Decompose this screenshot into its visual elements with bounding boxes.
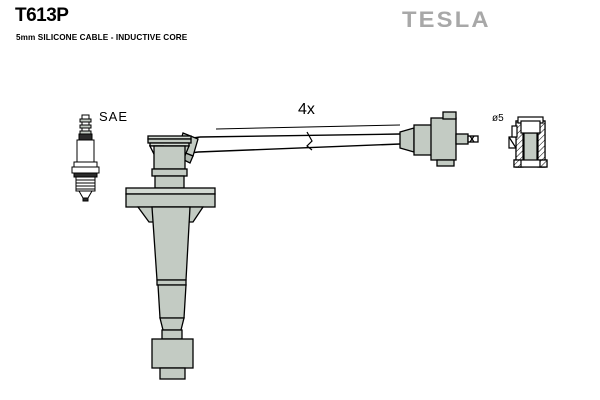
terminal-diameter-label: ø5 xyxy=(492,113,504,124)
terminal-section-detail xyxy=(508,116,548,168)
coil-connector-part xyxy=(399,111,479,167)
quantity-label: 4x xyxy=(298,101,315,118)
part-description-subtitle: 5mm SILICONE CABLE - INDUCTIVE CORE xyxy=(16,33,188,42)
spark-plug-part xyxy=(71,114,100,202)
ignition-boot-assembly xyxy=(125,132,216,380)
quantity-dimension-bracket xyxy=(215,124,401,130)
part-number-title: T613P xyxy=(15,5,69,26)
tesla-brand-logo: TESLA xyxy=(402,7,491,32)
sae-label: SAE xyxy=(99,109,129,124)
cable-break-symbol xyxy=(306,131,313,151)
ignition-cable xyxy=(185,133,401,154)
